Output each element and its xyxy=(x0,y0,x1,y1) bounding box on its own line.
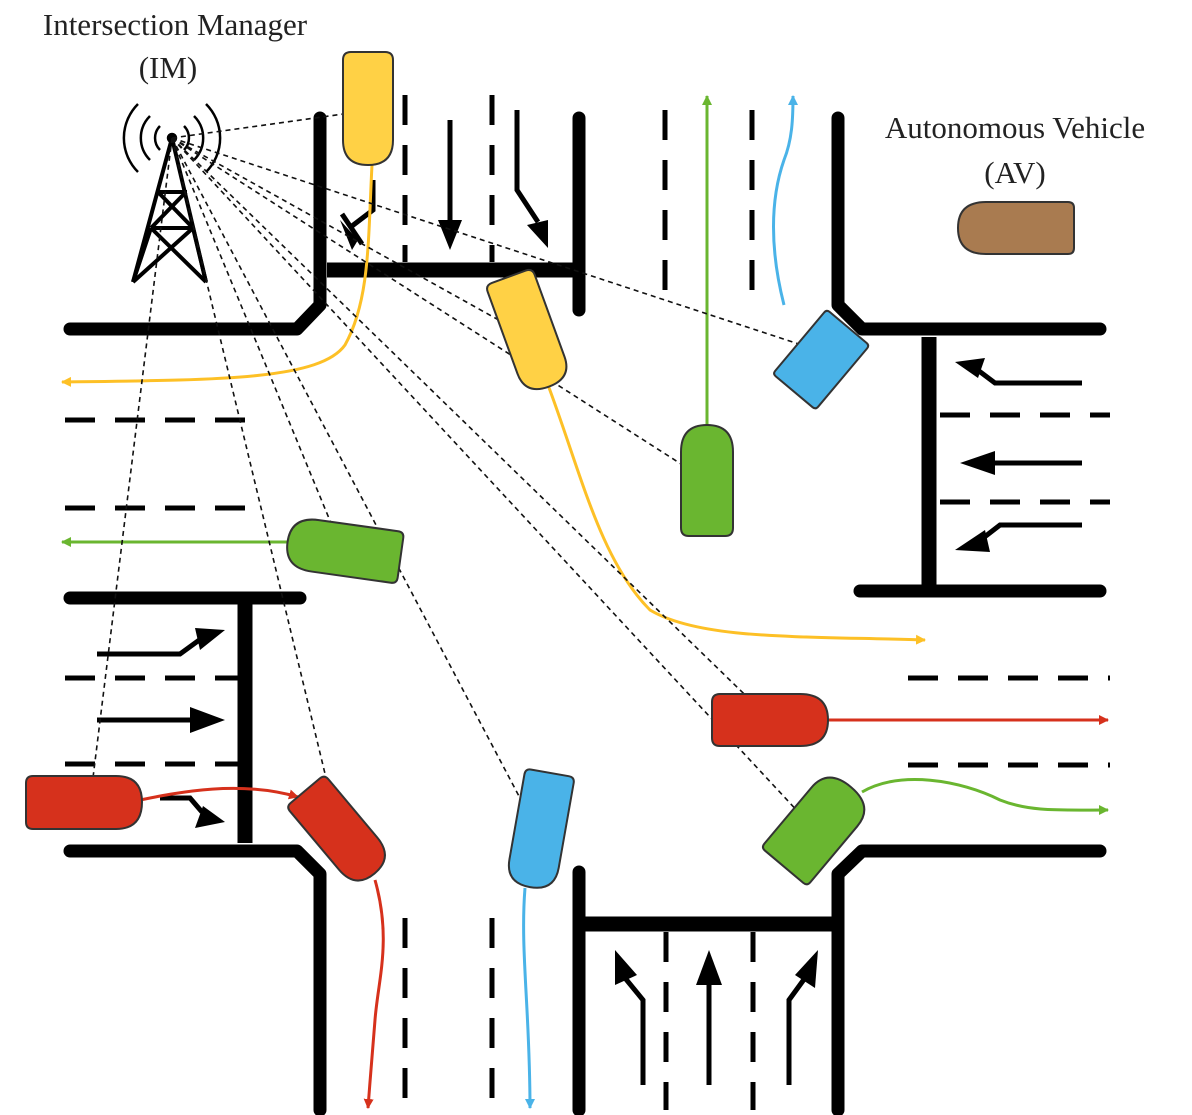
vehicle-blue-south xyxy=(507,768,575,889)
stop-lines xyxy=(237,262,937,932)
south-straight-arrow-icon xyxy=(696,950,722,1085)
vehicle-trajectories xyxy=(61,95,1109,1109)
sw-corner xyxy=(63,844,327,1115)
vehicle-green-turning xyxy=(761,776,866,886)
south-left-turn-arrow-icon xyxy=(615,950,646,1085)
north-straight-arrow-icon xyxy=(438,120,462,250)
green-east-path xyxy=(861,778,1109,816)
vehicle-blue-turning xyxy=(773,309,870,410)
nw-corner xyxy=(63,111,327,336)
vehicles xyxy=(25,51,1075,889)
west-right-turn-arrow-icon xyxy=(160,795,225,828)
east-straight-arrow-icon xyxy=(960,451,1082,475)
vehicle-green-west xyxy=(286,518,405,584)
vehicle-red-turning xyxy=(287,775,386,882)
east-right-turn-arrow-icon xyxy=(955,358,1082,386)
av-title: Autonomous Vehicle xyxy=(885,110,1145,145)
yellow-waiting-path xyxy=(61,164,374,387)
im-abbr: (IM) xyxy=(139,50,198,85)
vehicle-yellow-turning xyxy=(486,268,568,391)
im-communication-links xyxy=(89,109,824,837)
west-left-turn-arrow-icon xyxy=(97,628,225,657)
blue-north-path xyxy=(772,95,798,306)
im-title: Intersection Manager xyxy=(43,7,308,42)
north-left-turn-arrow-icon xyxy=(514,110,548,248)
red-waiting-path xyxy=(139,786,299,802)
lane-arrows xyxy=(97,110,1082,1085)
vehicle-yellow-north xyxy=(342,51,394,167)
north-right-turn-arrow-icon xyxy=(339,180,376,250)
west-straight-arrow-icon xyxy=(97,707,225,733)
south-right-turn-arrow-icon xyxy=(786,950,818,1085)
av-abbr: (AV) xyxy=(984,155,1045,190)
ne-corner xyxy=(831,111,1107,336)
blue-south-path xyxy=(522,887,535,1109)
vehicle-red-west xyxy=(25,775,144,830)
vehicle-green-north xyxy=(680,423,734,537)
radio-tower-icon xyxy=(122,103,222,284)
east-left-turn-arrow-icon xyxy=(955,522,1082,552)
road-boundaries xyxy=(63,111,1107,1115)
yellow-turning-path xyxy=(546,384,926,645)
legend-av-vehicle xyxy=(956,201,1075,255)
vehicle-red-east xyxy=(711,693,830,747)
se-corner xyxy=(831,844,1107,1115)
red-south-path xyxy=(363,879,385,1109)
